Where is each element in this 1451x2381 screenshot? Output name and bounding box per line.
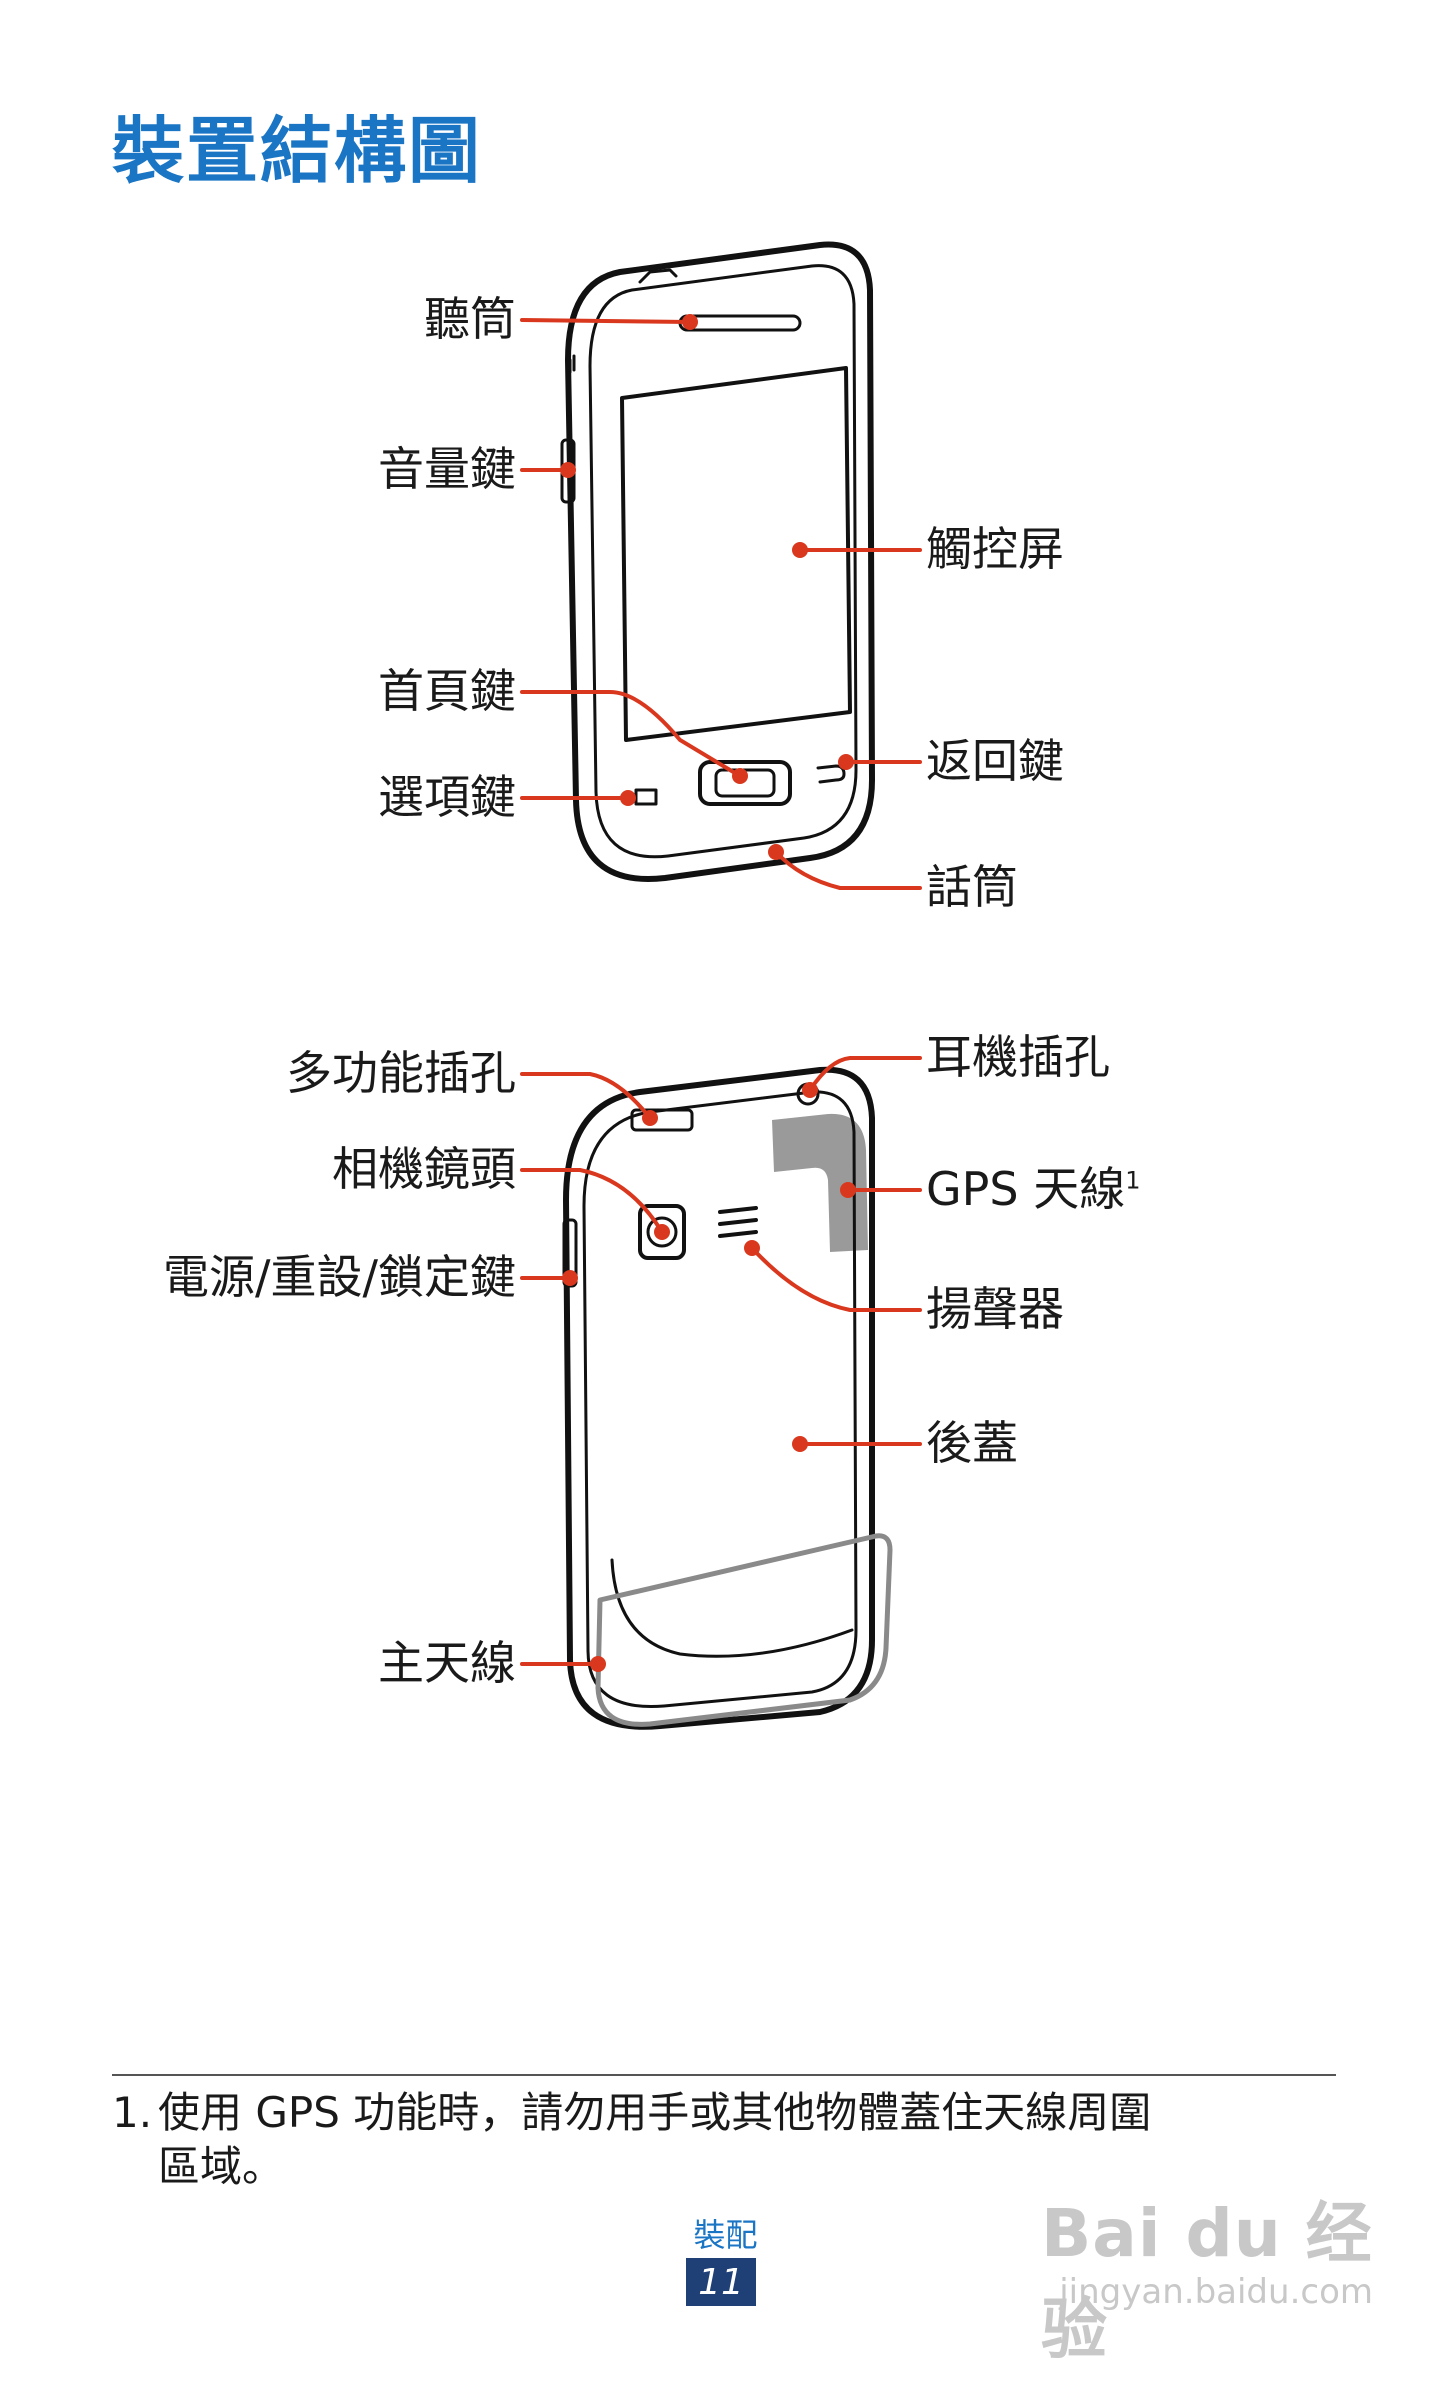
label-gps-antenna-text: GPS 天線 [926, 1162, 1126, 1216]
leader-home-key [520, 690, 742, 778]
footnote-number: 1. [112, 2088, 153, 2137]
watermark-brand: Bai du 经验 [1041, 2195, 1373, 2368]
front-leader-dots [560, 314, 854, 860]
label-main-antenna: 主天線 [378, 1636, 516, 1690]
label-back-cover: 後蓋 [926, 1416, 1018, 1470]
label-camera-lens: 相機鏡頭 [332, 1142, 516, 1196]
leader-camera-lens [520, 1168, 664, 1234]
footnote-line-1: 1.使用 GPS 功能時，請勿用手或其他物體蓋住天線周圍 [112, 2086, 1342, 2140]
label-menu-key: 選項鍵 [378, 770, 516, 824]
label-gps-antenna: GPS 天線1 [926, 1166, 1141, 1212]
footnote-line-2: 區域。 [158, 2142, 285, 2191]
label-power-key: 電源/重設/鎖定鍵 [163, 1250, 516, 1304]
leader-multifunction-jack [520, 1072, 652, 1120]
page-title: 裝置結構圖 [112, 109, 483, 193]
watermark-url: jingyan.baidu.com [1059, 2272, 1373, 2312]
baidu-watermark: Bai du 经验 jingyan.baidu.com [1041, 2180, 1381, 2368]
section-name: 裝配 [693, 2216, 758, 2254]
label-back-key: 返回鍵 [926, 734, 1064, 788]
label-volume-key: 音量鍵 [378, 442, 516, 496]
label-headset-jack: 耳機插孔 [926, 1030, 1110, 1084]
label-multifunction-jack: 多功能插孔 [286, 1046, 516, 1100]
label-microphone: 話筒 [926, 860, 1018, 914]
footnote-ref: 1 [1125, 1166, 1141, 1195]
leader-speaker [750, 1246, 922, 1312]
gps-antenna-area [772, 1113, 868, 1252]
front-phone-illustration [560, 241, 875, 882]
label-earpiece: 聽筒 [424, 292, 516, 346]
back-leader-dots [562, 1082, 856, 1672]
main-antenna-area [595, 1533, 893, 1727]
label-home-key: 首頁鍵 [378, 664, 516, 718]
label-speaker: 揚聲器 [926, 1282, 1064, 1336]
footnote-divider [112, 2074, 1336, 2076]
page-number: 11 [686, 2258, 756, 2306]
back-phone-illustration [562, 1066, 893, 1730]
leader-earpiece [520, 318, 692, 324]
footnote: 1.使用 GPS 功能時，請勿用手或其他物體蓋住天線周圍 區域。 [112, 2086, 1342, 2194]
label-touch-screen: 觸控屏 [926, 522, 1064, 576]
